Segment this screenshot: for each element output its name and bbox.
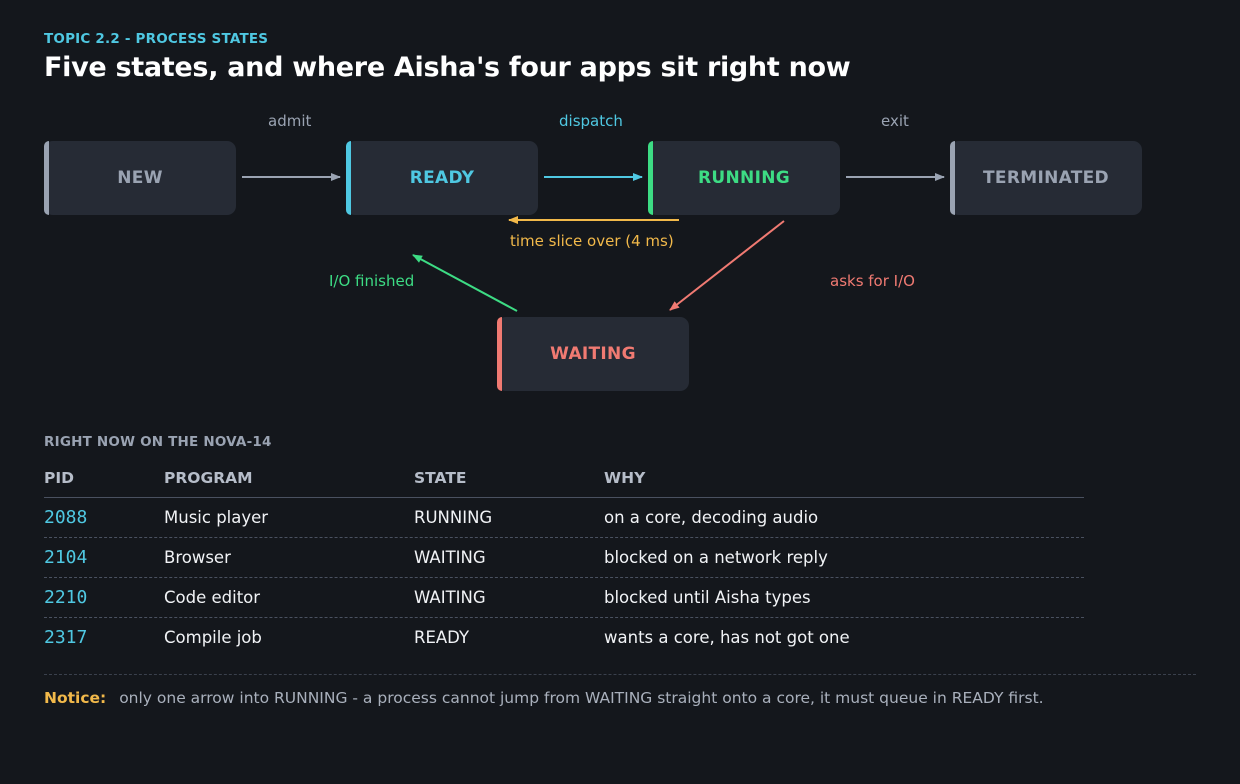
state-terminated: TERMINATED <box>950 141 1142 215</box>
label-asks-io: asks for I/O <box>830 272 915 290</box>
row-program: Music player <box>164 508 269 527</box>
state-accent-bar <box>950 141 955 215</box>
row-why: blocked until Aisha types <box>604 588 811 607</box>
arrow-io-finished <box>412 254 518 312</box>
state-new: NEW <box>44 141 236 215</box>
state-ready-label: READY <box>409 168 475 188</box>
header-why: WHY <box>604 469 646 487</box>
state-accent-bar <box>497 317 502 391</box>
state-terminated-label: TERMINATED <box>983 168 1109 188</box>
header-state: STATE <box>414 469 467 487</box>
state-accent-bar <box>648 141 653 215</box>
arrow-asks-io <box>669 220 785 311</box>
row-pid: 2104 <box>44 547 88 568</box>
row-pid: 2317 <box>44 627 88 648</box>
state-waiting-label: WAITING <box>550 344 636 364</box>
header-pid: PID <box>44 469 74 487</box>
header-program: PROGRAM <box>164 469 253 487</box>
state-waiting: WAITING <box>497 317 689 391</box>
page-title: Five states, and where Aisha's four apps… <box>44 52 851 83</box>
table-header-row: PID PROGRAM STATE WHY <box>44 458 1084 498</box>
table-row: 2104 Browser WAITING blocked on a networ… <box>44 538 1084 578</box>
label-timeslice: time slice over (4 ms) <box>510 232 674 250</box>
state-ready: READY <box>346 141 538 215</box>
topic-kicker: TOPIC 2.2 - PROCESS STATES <box>44 31 269 47</box>
notice-divider <box>44 674 1196 675</box>
label-exit: exit <box>881 112 909 130</box>
state-running-label: RUNNING <box>698 168 790 188</box>
table-row: 2317 Compile job READY wants a core, has… <box>44 618 1084 658</box>
row-pid: 2210 <box>44 587 88 608</box>
state-running: RUNNING <box>648 141 840 215</box>
row-why: on a core, decoding audio <box>604 508 819 527</box>
row-state: READY <box>414 628 470 647</box>
row-why: blocked on a network reply <box>604 548 828 567</box>
label-dispatch: dispatch <box>559 112 623 130</box>
state-new-label: NEW <box>117 168 163 188</box>
row-state: RUNNING <box>414 508 493 527</box>
notice-text: only one arrow into RUNNING - a process … <box>119 689 1044 707</box>
row-why: wants a core, has not got one <box>604 628 850 647</box>
row-state: WAITING <box>414 588 486 607</box>
row-program: Code editor <box>164 588 261 607</box>
table-row: 2210 Code editor WAITING blocked until A… <box>44 578 1084 618</box>
state-diagram-arrows <box>242 173 945 312</box>
row-state: WAITING <box>414 548 486 567</box>
row-program: Browser <box>164 548 231 567</box>
table-row: 2088 Music player RUNNING on a core, dec… <box>44 498 1084 538</box>
state-accent-bar <box>346 141 351 215</box>
label-io-finished: I/O finished <box>329 272 415 290</box>
table-caption: RIGHT NOW ON THE NOVA-14 <box>44 434 272 450</box>
state-accent-bar <box>44 141 49 215</box>
label-admit: admit <box>268 112 312 130</box>
row-pid: 2088 <box>44 507 88 528</box>
notice-lead: Notice: <box>44 689 107 707</box>
process-table: PID PROGRAM STATE WHY 2088 Music player … <box>44 458 1084 658</box>
row-program: Compile job <box>164 628 262 647</box>
notice-line: Notice: only one arrow into RUNNING - a … <box>44 689 1044 707</box>
